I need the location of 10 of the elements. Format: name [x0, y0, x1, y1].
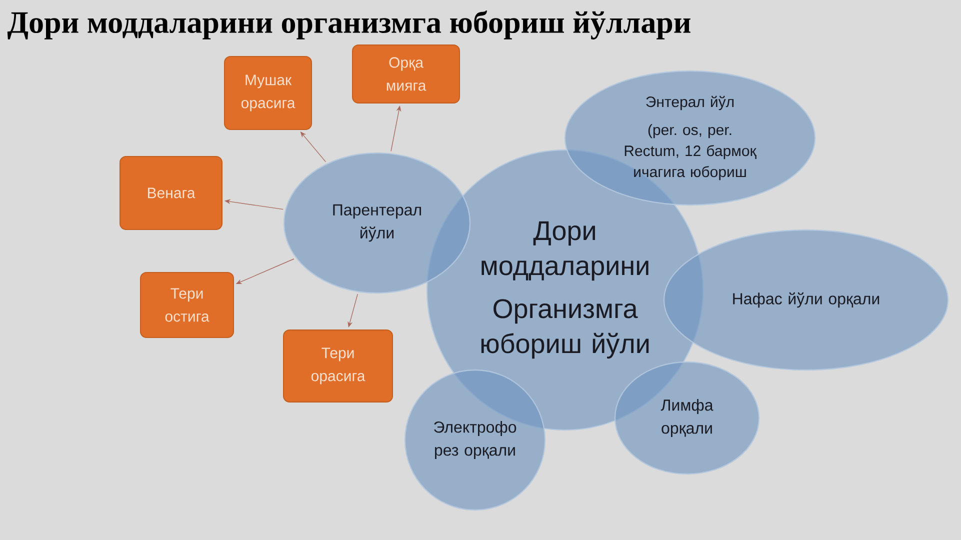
rounded-box: Орқа мияга — [352, 44, 460, 104]
rounded-box: Венага — [120, 156, 222, 230]
rounded-box: Мушак орасига — [224, 56, 312, 130]
rounded-box: Тери орасига — [283, 330, 393, 402]
title: Дори моддаларини организмга юбориш йўллари — [7, 10, 690, 40]
rounded-box: Тери остига — [140, 272, 234, 338]
ellipse-bubble: Парентерал йўли — [283, 152, 471, 294]
ellipse-bubble: Лимфа орқали — [614, 361, 760, 475]
ellipse-bubble: Электрофо рез орқали — [404, 369, 546, 511]
ellipse-bubble: Энтерал йўл (per. os, per. Rectum, 12 бармоқ ичагига юбориш — [564, 70, 816, 206]
